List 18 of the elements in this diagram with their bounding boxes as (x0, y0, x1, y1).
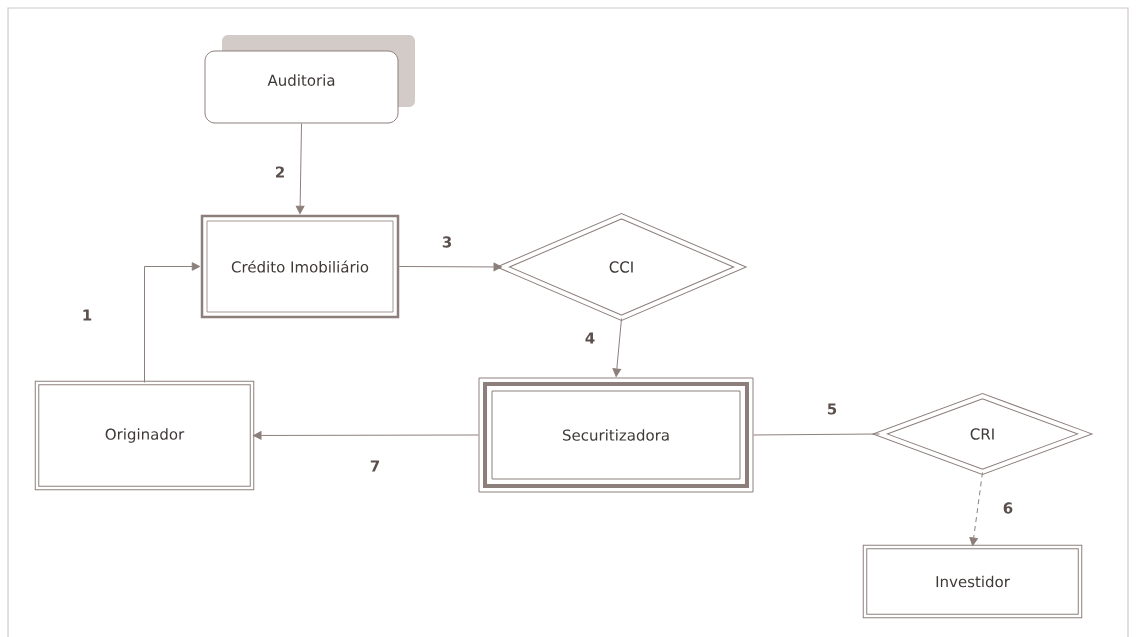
rounded-box: Auditoria (204, 35, 415, 124)
arrow (144, 262, 201, 383)
edge-label: 5 (827, 403, 837, 415)
arrow (295, 123, 305, 215)
process-box: Investidor (862, 544, 1083, 619)
process-box: Crédito Imobiliário (200, 214, 400, 319)
arrow (612, 318, 622, 377)
edge-label: 7 (370, 460, 380, 472)
arrow (253, 431, 479, 440)
arrow (969, 472, 983, 546)
edge-label: 6 (1003, 502, 1013, 514)
edge-label: 3 (442, 236, 452, 248)
edge-label: 2 (276, 166, 284, 178)
process-box: Originador (34, 380, 255, 491)
edge-label: 1 (83, 309, 92, 321)
edge-label: 4 (585, 332, 595, 344)
arrow (398, 262, 502, 272)
process-box: Securitizadora (478, 377, 754, 493)
